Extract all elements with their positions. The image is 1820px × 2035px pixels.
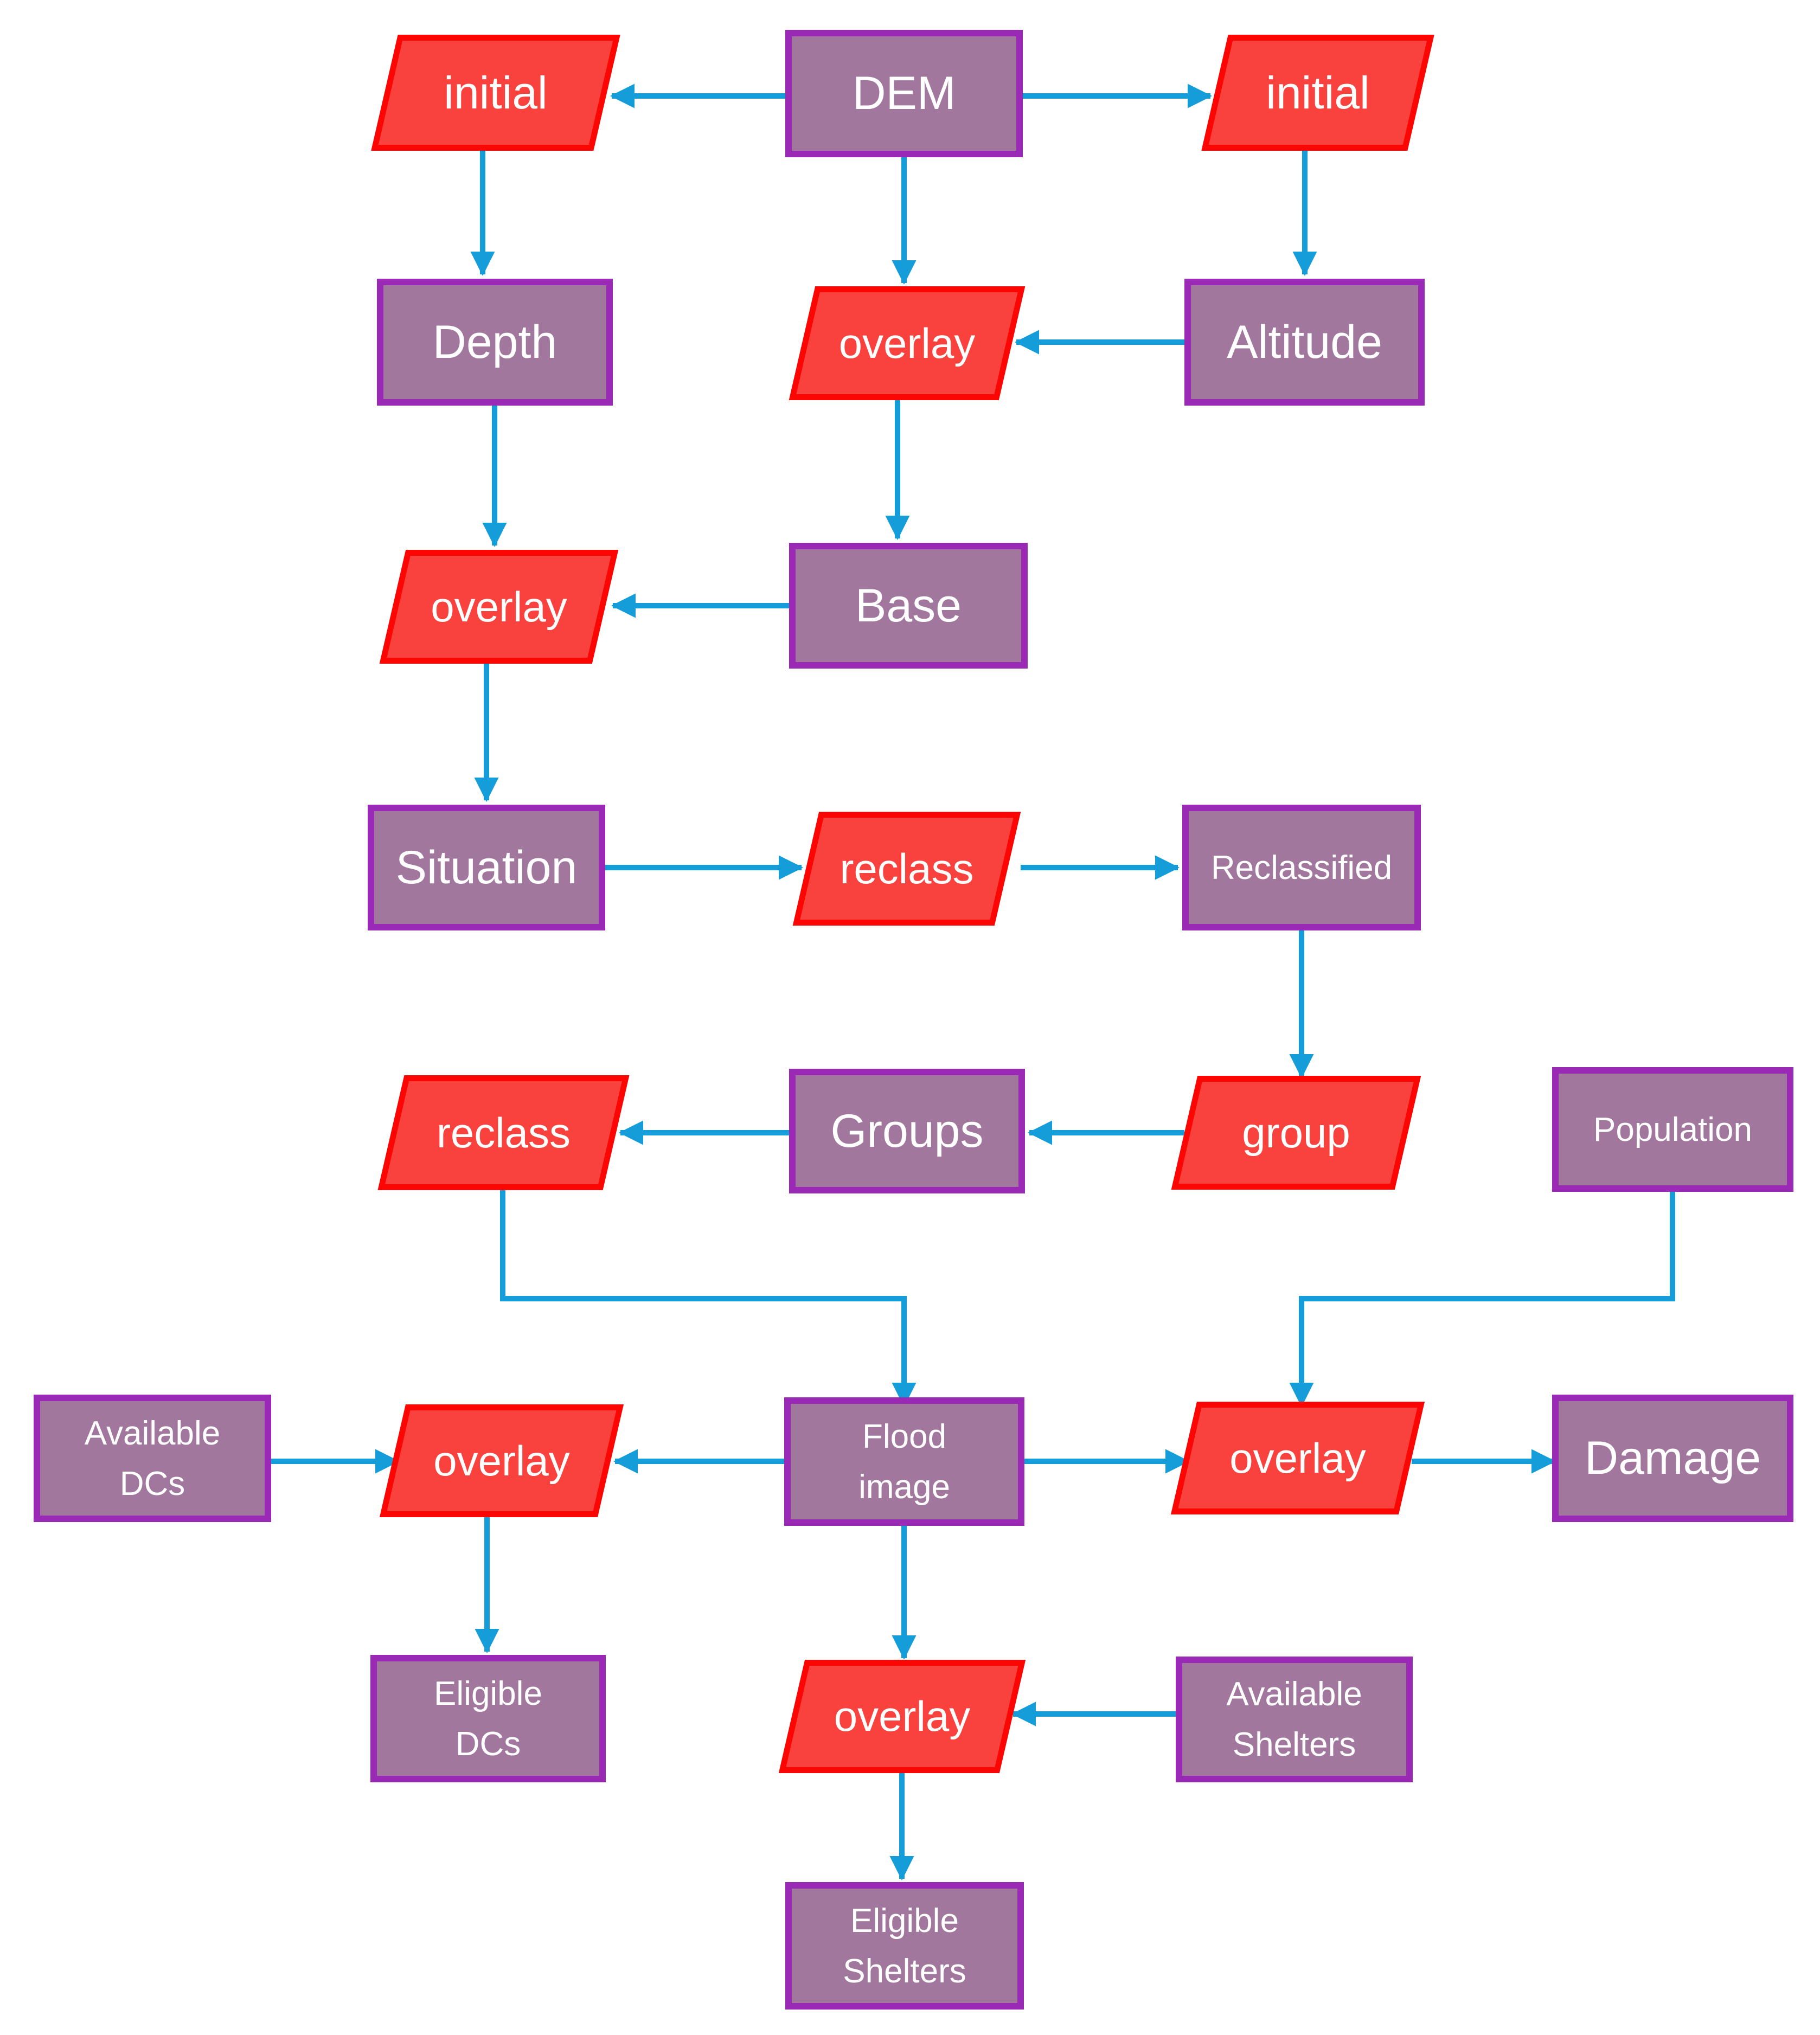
node-initial-left: initial [371, 35, 620, 151]
node-label: Available DCs [84, 1414, 221, 1503]
rectangle-shape [1552, 1395, 1793, 1522]
node-label: overlay [433, 1436, 570, 1485]
node-available-dcs: Available DCs [34, 1395, 271, 1522]
node-situation: Situation [368, 805, 605, 930]
node-eligible-dcs: Eligible DCs [370, 1655, 606, 1782]
rectangle-shape [370, 1655, 606, 1782]
rectangle-shape [1182, 805, 1421, 930]
node-label: Available Shelters [1226, 1675, 1362, 1763]
rectangle-shape [368, 805, 605, 930]
rectangle-shape [34, 1395, 271, 1522]
node-label: overlay [1229, 1434, 1366, 1482]
node-label: Eligible Shelters [843, 1902, 966, 1990]
rectangle-shape [789, 543, 1028, 669]
node-group: group [1171, 1076, 1421, 1190]
node-label: DEM [852, 67, 956, 119]
node-population: Population [1552, 1067, 1793, 1192]
node-initial-right: initial [1201, 35, 1434, 151]
node-overlay-1: overlay [789, 286, 1026, 400]
node-label: Groups [830, 1105, 984, 1157]
node-overlay-5: overlay [778, 1660, 1026, 1773]
node-groups: Groups [789, 1069, 1025, 1193]
node-label: reclass [436, 1108, 571, 1157]
node-label: Eligible DCs [434, 1674, 542, 1763]
node-label: initial [444, 67, 548, 118]
node-base: Base [789, 543, 1028, 669]
node-label: Situation [395, 841, 578, 894]
node-label: Reclassified [1210, 849, 1393, 887]
rectangle-shape [785, 30, 1023, 157]
node-damage: Damage [1552, 1395, 1793, 1522]
node-label: Population [1593, 1110, 1753, 1148]
node-label: overlay [838, 319, 976, 367]
rectangle-shape [1176, 1657, 1413, 1782]
node-label: Flood image [858, 1417, 950, 1506]
rectangle-shape [784, 1397, 1024, 1526]
node-label: reclass [839, 844, 974, 893]
node-label: overlay [834, 1692, 971, 1740]
node-available-shelters: Available Shelters [1176, 1657, 1413, 1782]
edge-reclass-2-to-flood-image [500, 1190, 917, 1408]
node-label: group [1242, 1108, 1350, 1157]
node-overlay-3: overlay [379, 1404, 624, 1517]
node-label: Damage [1584, 1432, 1761, 1484]
node-eligible-shelters: Eligible Shelters [785, 1882, 1024, 2010]
rectangle-shape [377, 279, 613, 406]
node-flood-image: Flood image [784, 1397, 1024, 1526]
rectangle-shape [789, 1069, 1025, 1193]
edge-population-to-overlay-4 [1289, 1192, 1675, 1408]
node-overlay-2: overlay [379, 550, 619, 664]
node-label: Altitude [1227, 316, 1382, 368]
node-label: Base [855, 579, 962, 632]
node-label: Depth [432, 316, 557, 368]
rectangle-shape [1184, 279, 1425, 406]
node-label: initial [1266, 67, 1370, 118]
rectangle-shape [785, 1882, 1024, 2010]
node-label: overlay [431, 582, 567, 631]
node-overlay-4: overlay [1170, 1402, 1425, 1514]
node-depth: Depth [377, 279, 613, 406]
node-reclassified: Reclassified [1182, 805, 1421, 930]
node-altitude: Altitude [1184, 279, 1425, 406]
rectangle-shape [1552, 1067, 1793, 1192]
node-dem: DEM [785, 30, 1023, 157]
node-reclass-1: reclass [792, 812, 1021, 926]
node-reclass-2: reclass [377, 1075, 630, 1190]
